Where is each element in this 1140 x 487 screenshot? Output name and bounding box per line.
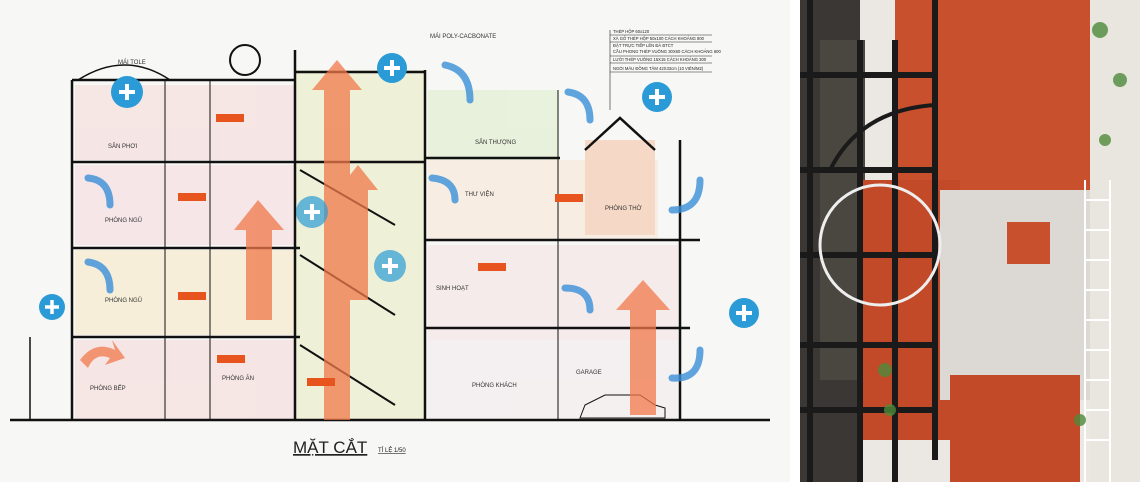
- svg-text:THÉP HỘP 60x120: THÉP HỘP 60x120: [613, 29, 650, 34]
- svg-text:ĐẶT TRỰC TIẾP LÊN ĐÀ BTCT: ĐẶT TRỰC TIẾP LÊN ĐÀ BTCT: [613, 43, 674, 48]
- room-sinh-hoat: SINH HOẠT: [436, 286, 469, 292]
- drawing-title: MẶT CẮT: [293, 438, 367, 457]
- construction-notes: THÉP HỘP 60x120 XÀ GỖ THÉP HỘP 50x100 CÁ…: [609, 29, 721, 110]
- section-drawing: MÁI TOLE MÁI POLY-CACBONATE SÂN PHƠI PHÒ…: [10, 29, 770, 457]
- photo-svg: [800, 0, 1140, 482]
- minus-icons: [178, 114, 583, 386]
- svg-text:CẦU PHONG THÉP VUÔNG 30X60 CÁC: CẦU PHONG THÉP VUÔNG 30X60 CÁCH KHOẢNG 6…: [613, 49, 721, 54]
- section-svg: MÁI TOLE MÁI POLY-CACBONATE SÂN PHƠI PHÒ…: [10, 29, 770, 457]
- roof-label-right: MÁI POLY-CACBONATE: [430, 33, 496, 40]
- svg-text:NGÓI MÀU ĐỒNG TÂM 42X33cm (10: NGÓI MÀU ĐỒNG TÂM 42X33cm (10 VIÊN/M2): [613, 66, 704, 71]
- trellis: [1084, 180, 1111, 482]
- roof-label-left: MÁI TOLE: [118, 59, 146, 66]
- svg-text:LƯỚI THÉP VUÔNG 15X15 CÁCH KHO: LƯỚI THÉP VUÔNG 15X15 CÁCH KHOẢNG 300: [613, 57, 707, 62]
- svg-text:XÀ GỖ THÉP HỘP 50x100 CÁCH KHO: XÀ GỖ THÉP HỘP 50x100 CÁCH KHOẢNG 800: [613, 36, 705, 41]
- room-phong-ngu-1: PHÒNG NGỦ: [105, 217, 142, 224]
- drawing-scale: TỈ LỆ 1/50: [378, 446, 406, 454]
- warm-arrows: [80, 60, 670, 420]
- room-san-phoi: SÂN PHƠI: [108, 143, 137, 150]
- room-phong-khach: PHÒNG KHÁCH: [472, 382, 517, 389]
- cool-arrows: [84, 61, 704, 382]
- room-phong-tho: PHÒNG THỜ: [605, 205, 642, 212]
- water-tank: [229, 44, 261, 76]
- vines: [878, 22, 1127, 426]
- room-phong-an: PHÒNG ĂN: [222, 375, 254, 382]
- room-phong-bep: PHÒNG BẾP: [90, 385, 126, 392]
- room-phong-ngu-2: PHÒNG NGỦ: [105, 297, 142, 304]
- room-san-thuong: SÂN THƯỢNG: [475, 139, 516, 146]
- room-thu-vien: THƯ VIỆN: [465, 190, 494, 198]
- interior-photo: [800, 0, 1140, 482]
- plus-icons: [39, 53, 759, 328]
- room-garage: GARAGE: [576, 370, 602, 376]
